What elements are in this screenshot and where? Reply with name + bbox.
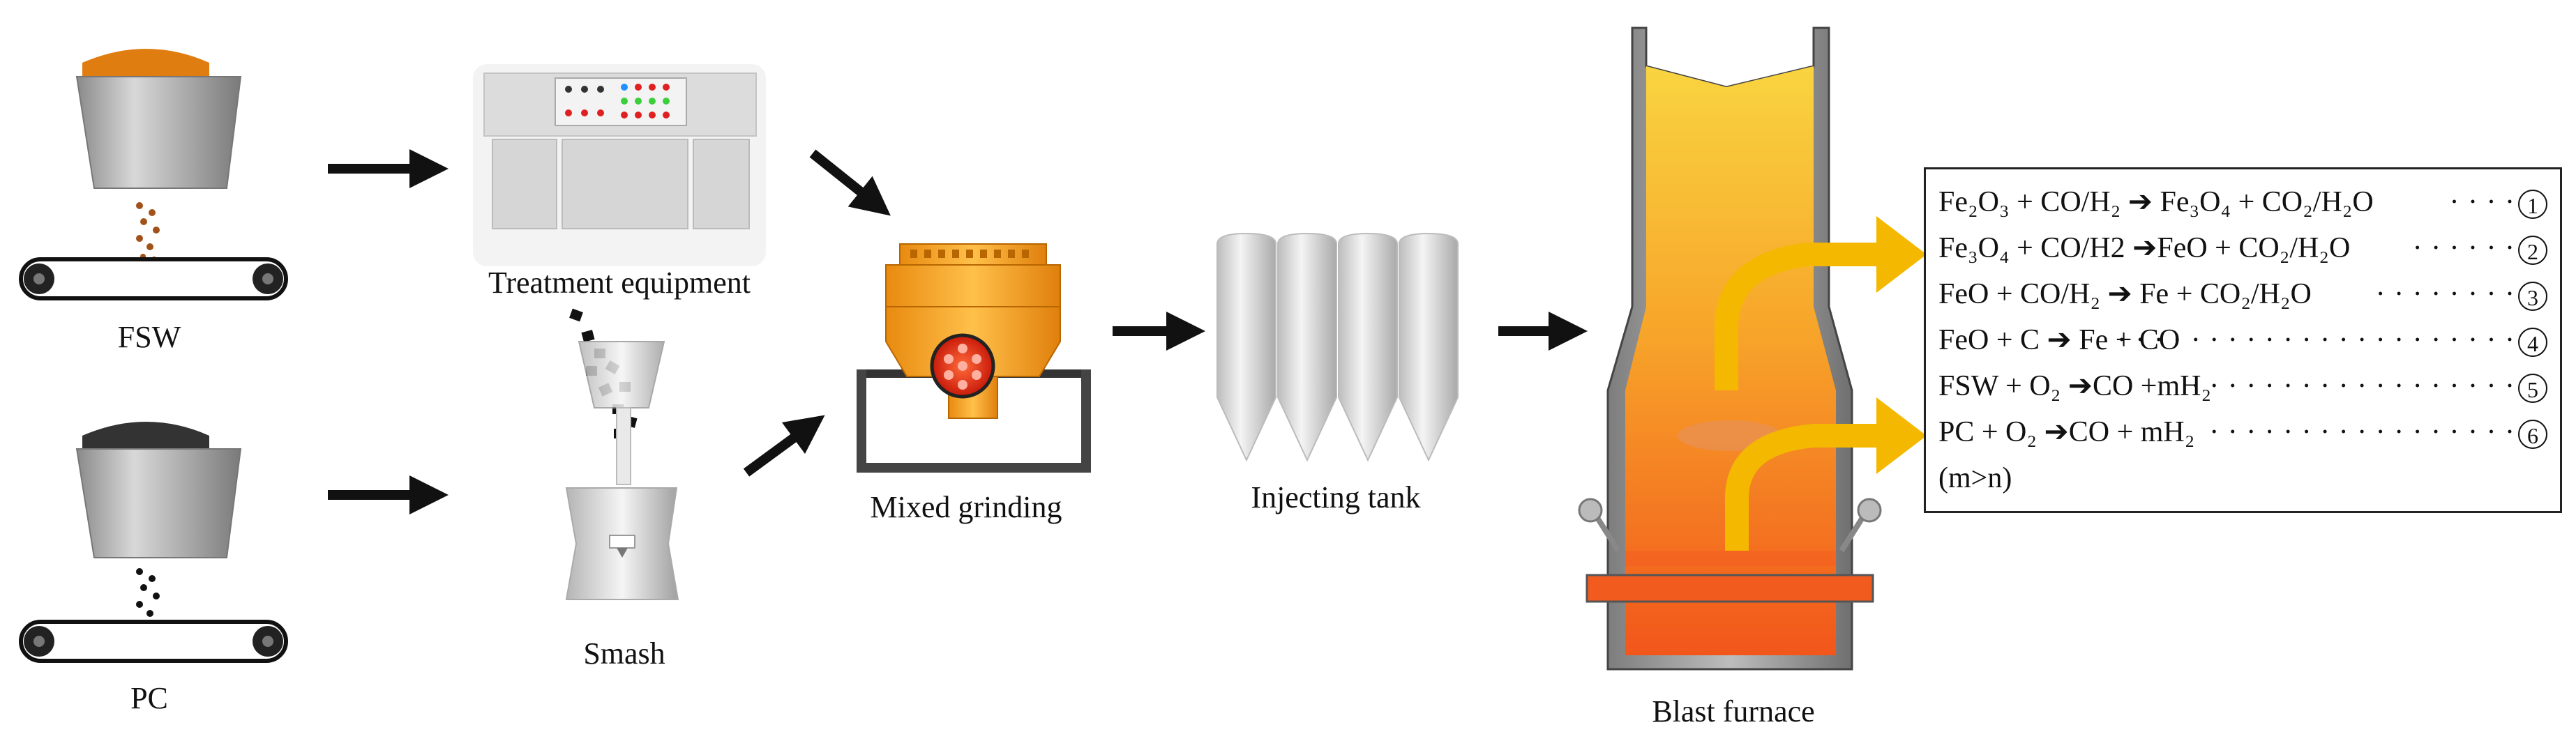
injecting-tanks <box>1217 232 1459 462</box>
arrow-smash-to-grinding <box>743 415 825 477</box>
control-lights <box>565 84 670 119</box>
equation-6: PC + O₂ ➔CO + mH₂· · · · · · · · · · · ·… <box>1938 409 2547 455</box>
equation-number: 2 <box>2518 236 2547 266</box>
arrow-treatment-to-grinding <box>809 149 891 216</box>
note: (m>n) <box>1938 462 2012 494</box>
smash-crusher <box>565 308 679 600</box>
equation-number: 3 <box>2518 282 2547 312</box>
pc-pile <box>82 422 209 450</box>
fsw-pile <box>82 49 209 78</box>
tuyere-left <box>1578 498 1621 553</box>
equation-number: 4 <box>2518 328 2547 358</box>
equation-text: Fe₃O₄ + CO/H2 ➔FeO + CO₂/H₂O <box>1938 232 2351 264</box>
gas-flow-arrow-upper <box>1715 216 1927 390</box>
equation-text: PC + O₂ ➔CO + mH₂ <box>1938 416 2195 448</box>
pc-particles <box>136 568 160 625</box>
pc-hopper <box>75 422 242 625</box>
treatment-equipment <box>473 64 766 266</box>
equation-number: 5 <box>2518 374 2547 404</box>
equation-text: FSW + O₂ ➔CO +mH₂ <box>1938 370 2212 402</box>
equation-text: Fe₂O₃ + CO/H₂ ➔ Fe₃O₄ + CO₂/H₂O <box>1938 186 2374 218</box>
equation-1: Fe₂O₃ + CO/H₂ ➔ Fe₃O₄ + CO₂/H₂O· · · ·1 <box>1938 179 2547 225</box>
pc-label: PC <box>130 681 168 715</box>
fsw-particles <box>136 202 160 262</box>
equation-4: FeO + C ➔ Fe + CO· · · · · · · · · · · ·… <box>1938 317 2547 363</box>
reaction-equations-box: Fe₂O₃ + CO/H₂ ➔ Fe₃O₄ + CO₂/H₂O· · · ·1 … <box>1924 167 2562 513</box>
mixed-grinder <box>857 243 1091 473</box>
tuyere-right <box>1839 498 1882 553</box>
equation-number: 1 <box>2518 190 2547 220</box>
treatment-label: Treatment equipment <box>488 266 751 300</box>
equation-3: FeO + CO/H₂ ➔ Fe + CO₂/H₂O· · · · · · · … <box>1938 271 2547 317</box>
blast-furnace <box>1578 26 1927 671</box>
mixed-grinding-label: Mixed grinding <box>871 490 1062 524</box>
equation-text: FeO + CO/H₂ ➔ Fe + CO₂/H₂O <box>1938 278 2312 310</box>
pc-conveyor <box>19 620 288 663</box>
fsw-label: FSW <box>118 320 181 354</box>
equation-text: FeO + C ➔ Fe + CO <box>1938 324 2180 356</box>
equation-5: FSW + O₂ ➔CO +mH₂· · · · · · · · · · · ·… <box>1938 363 2547 409</box>
equation-2: Fe₃O₄ + CO/H2 ➔FeO + CO₂/H₂O· · · · · ·2 <box>1938 225 2547 271</box>
injecting-tank-label: Injecting tank <box>1251 480 1420 514</box>
gas-flow-arrow-lower <box>1725 397 1927 551</box>
fsw-conveyor <box>19 257 288 300</box>
flow-arrows <box>328 149 1588 514</box>
equation-number: 6 <box>2518 420 2547 450</box>
blast-furnace-label: Blast furnace <box>1652 694 1814 728</box>
fsw-hopper <box>75 49 242 262</box>
smash-label: Smash <box>583 636 665 671</box>
